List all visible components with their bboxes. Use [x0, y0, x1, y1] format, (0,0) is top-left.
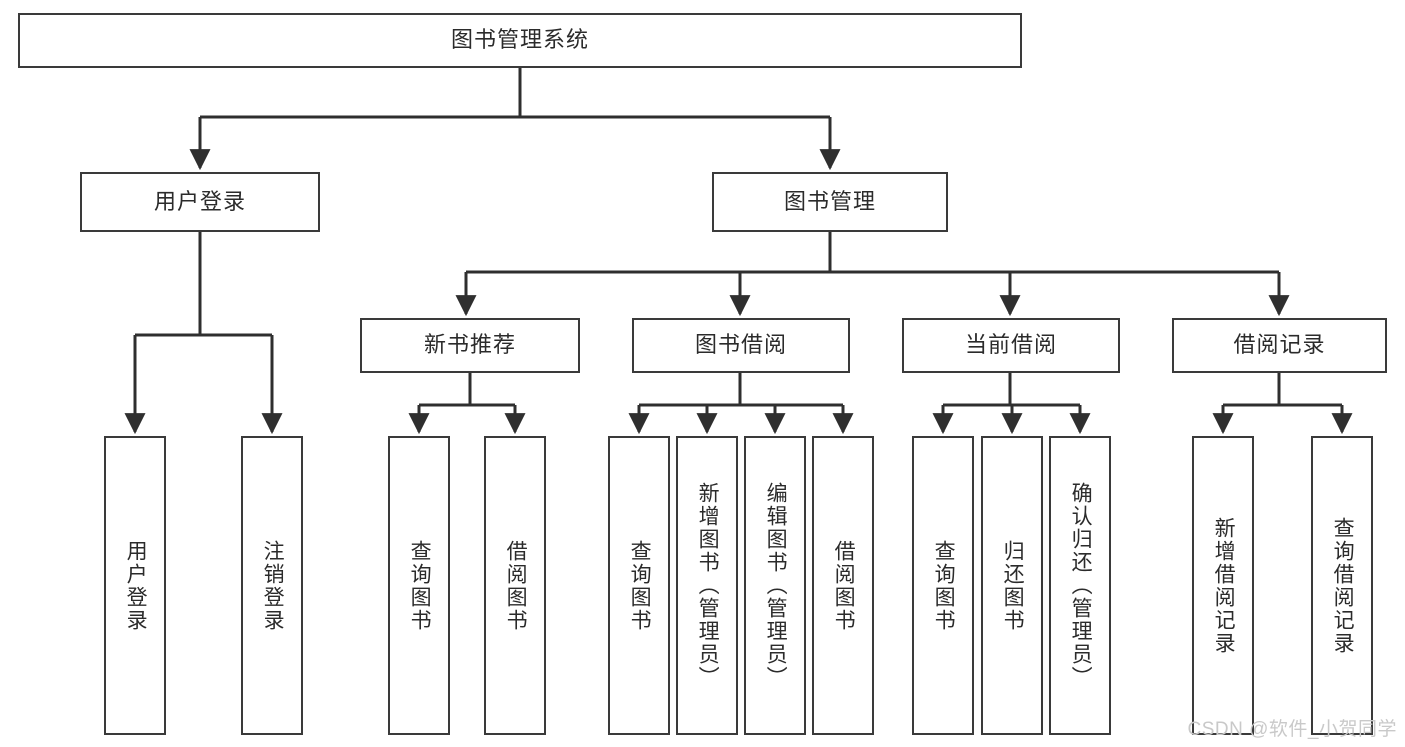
- node-book-management[interactable]: 图书管理: [712, 172, 948, 232]
- leaf-node[interactable]: 借阅图书: [484, 436, 546, 735]
- leaf-node[interactable]: 编辑图书（管理员）: [744, 436, 806, 735]
- node-root-system[interactable]: 图书管理系统: [18, 13, 1022, 68]
- leaf-node-label: 查询图书: [628, 539, 652, 632]
- leaf-node-label: 新增图书（管理员）: [696, 482, 720, 689]
- leaf-node-label: 查询图书: [932, 539, 956, 632]
- leaf-node-label: 查询借阅记录: [1331, 516, 1355, 655]
- leaf-node-label: 查询图书: [408, 539, 432, 632]
- leaf-node[interactable]: 用户登录: [104, 436, 166, 735]
- node-current-borrow[interactable]: 当前借阅: [902, 318, 1120, 373]
- node-borrow-record[interactable]: 借阅记录: [1172, 318, 1387, 373]
- leaf-node-label: 归还图书: [1001, 539, 1025, 632]
- leaf-node[interactable]: 查询图书: [912, 436, 974, 735]
- csdn-watermark: CSDN @软件_小贺同学: [1187, 719, 1397, 740]
- leaf-node[interactable]: 新增图书（管理员）: [676, 436, 738, 735]
- leaf-node-label: 借阅图书: [832, 539, 856, 632]
- leaf-node[interactable]: 查询借阅记录: [1311, 436, 1373, 735]
- node-new-book-recommend[interactable]: 新书推荐: [360, 318, 580, 373]
- node-borrow-record-label: 借阅记录: [1233, 332, 1326, 358]
- leaf-node[interactable]: 新增借阅记录: [1192, 436, 1254, 735]
- leaf-node[interactable]: 借阅图书: [812, 436, 874, 735]
- leaf-node[interactable]: 确认归还（管理员）: [1049, 436, 1111, 735]
- node-user-login[interactable]: 用户登录: [80, 172, 320, 232]
- node-root-label: 图书管理系统: [450, 27, 589, 53]
- leaf-node-label: 确认归还（管理员）: [1069, 482, 1093, 689]
- node-current-borrow-label: 当前借阅: [964, 332, 1057, 358]
- node-book-borrow[interactable]: 图书借阅: [632, 318, 850, 373]
- leaf-node[interactable]: 查询图书: [388, 436, 450, 735]
- leaf-node-label: 新增借阅记录: [1212, 516, 1236, 655]
- node-book-management-label: 图书管理: [783, 188, 876, 214]
- node-book-borrow-label: 图书借阅: [694, 332, 787, 358]
- leaf-node-label: 用户登录: [124, 539, 148, 632]
- leaf-node-label: 注销登录: [261, 539, 285, 632]
- leaf-node-label: 编辑图书（管理员）: [764, 482, 788, 689]
- leaf-node[interactable]: 查询图书: [608, 436, 670, 735]
- node-new-book-recommend-label: 新书推荐: [423, 332, 516, 358]
- leaf-node[interactable]: 注销登录: [241, 436, 303, 735]
- node-user-login-label: 用户登录: [153, 188, 246, 214]
- leaf-node[interactable]: 归还图书: [981, 436, 1043, 735]
- leaf-node-label: 借阅图书: [504, 539, 528, 632]
